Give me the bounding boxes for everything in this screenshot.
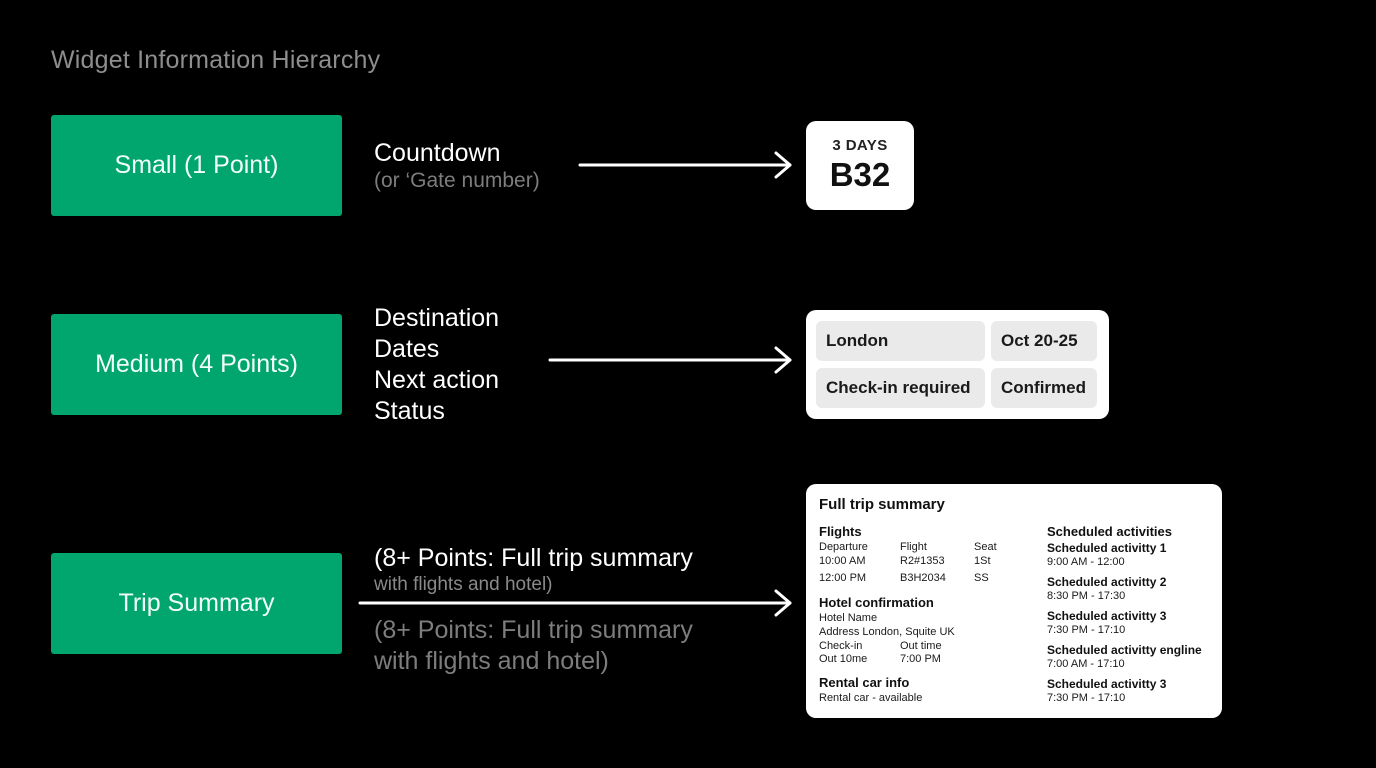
- medium-desc-line: Status: [374, 397, 445, 425]
- small-widget-card: 3 DAYS B32: [806, 121, 914, 210]
- trip-desc-main: (8+ Points: Full trip summary: [374, 544, 693, 572]
- page-title: Widget Information Hierarchy: [51, 46, 381, 74]
- chip-destination: London: [816, 321, 985, 361]
- flight-row-1-seat: 1St: [974, 555, 991, 567]
- flights-col-departure: Departure: [819, 541, 868, 553]
- gate-number: B32: [829, 156, 891, 193]
- medium-description: Destination Dates Next action Status: [374, 303, 499, 427]
- arrow-trip-head: [774, 589, 792, 617]
- tier-small-box: Small (1 Point): [51, 115, 342, 216]
- activity-time: 7:30 PM - 17:10: [1047, 692, 1126, 704]
- tier-medium-box: Medium (4 Points): [51, 314, 342, 415]
- tier-trip-label: Trip Summary: [118, 589, 275, 617]
- hotel-checkin-value: Out 10me: [819, 653, 868, 665]
- flight-row-2-departure: 12:00 PM: [819, 572, 867, 584]
- arrow-medium-head: [774, 346, 792, 374]
- tier-trip-box: Trip Summary: [51, 553, 342, 654]
- chip-status: Confirmed: [991, 368, 1097, 408]
- medium-desc-line: Dates: [374, 335, 440, 363]
- hotel-out-label: Out time: [900, 640, 942, 652]
- small-desc-sub: (or ‘Gate number): [374, 169, 540, 192]
- trip-description: (8+ Points: Full trip summary with fligh…: [374, 543, 693, 597]
- activity-name: Scheduled activitty 2: [1047, 575, 1167, 589]
- flights-col-flight: Flight: [900, 541, 927, 553]
- tier-small-label: Small (1 Point): [114, 151, 279, 179]
- rental-value: Rental car - available: [819, 692, 923, 704]
- chip-dates: Oct 20-25: [991, 321, 1097, 361]
- activity-name: Scheduled activitty 1: [1047, 541, 1167, 555]
- trip-desc-sub: with flights and hotel): [374, 574, 553, 595]
- hotel-out-value: 7:00 PM: [900, 653, 941, 665]
- medium-widget-card: London Oct 20-25 Check-in required Confi…: [806, 310, 1109, 419]
- flights-heading: Flights: [819, 524, 862, 539]
- trip-card-title: Full trip summary: [819, 496, 945, 513]
- flights-col-seat: Seat: [974, 541, 997, 553]
- activity-name: Scheduled activitty engline: [1047, 643, 1202, 657]
- rental-heading: Rental car info: [819, 675, 910, 690]
- hotel-name: Hotel Name: [819, 612, 878, 624]
- flight-row-1-flight: R2#1353: [900, 555, 945, 567]
- activity-time: 8:30 PM - 17:30: [1047, 590, 1126, 602]
- chip-next-action: Check-in required: [816, 368, 985, 408]
- small-description: Countdown (or ‘Gate number): [374, 138, 540, 194]
- flight-row-2-seat: SS: [974, 572, 989, 584]
- trip-description-secondary: (8+ Points: Full trip summary with fligh…: [374, 615, 693, 677]
- trip-desc2-line1: (8+ Points: Full trip summary: [374, 616, 693, 644]
- activity-time: 9:00 AM - 12:00: [1047, 556, 1125, 568]
- tier-medium-label: Medium (4 Points): [95, 350, 298, 378]
- hotel-heading: Hotel confirmation: [819, 595, 934, 610]
- countdown-label: 3 DAYS: [832, 137, 888, 154]
- activity-time: 7:00 AM - 17:10: [1047, 658, 1125, 670]
- trip-summary-card: Full trip summary Flights Departure Flig…: [806, 484, 1222, 718]
- activity-name: Scheduled activitty 3: [1047, 677, 1167, 691]
- activity-name: Scheduled activitty 3: [1047, 609, 1167, 623]
- trip-desc2-line2: with flights and hotel): [374, 647, 609, 675]
- arrow-small-head: [774, 151, 792, 179]
- medium-desc-line: Destination: [374, 304, 500, 332]
- hotel-address: Address London, Squite UK: [819, 626, 955, 638]
- flight-row-1-departure: 10:00 AM: [819, 555, 866, 567]
- activities-heading: Scheduled activities: [1047, 524, 1172, 539]
- hotel-checkin-label: Check-in: [819, 640, 863, 652]
- medium-desc-line: Next action: [374, 366, 500, 394]
- small-desc-main: Countdown: [374, 139, 501, 167]
- activity-time: 7:30 PM - 17:10: [1047, 624, 1126, 636]
- flight-row-2-flight: B3H2034: [900, 572, 946, 584]
